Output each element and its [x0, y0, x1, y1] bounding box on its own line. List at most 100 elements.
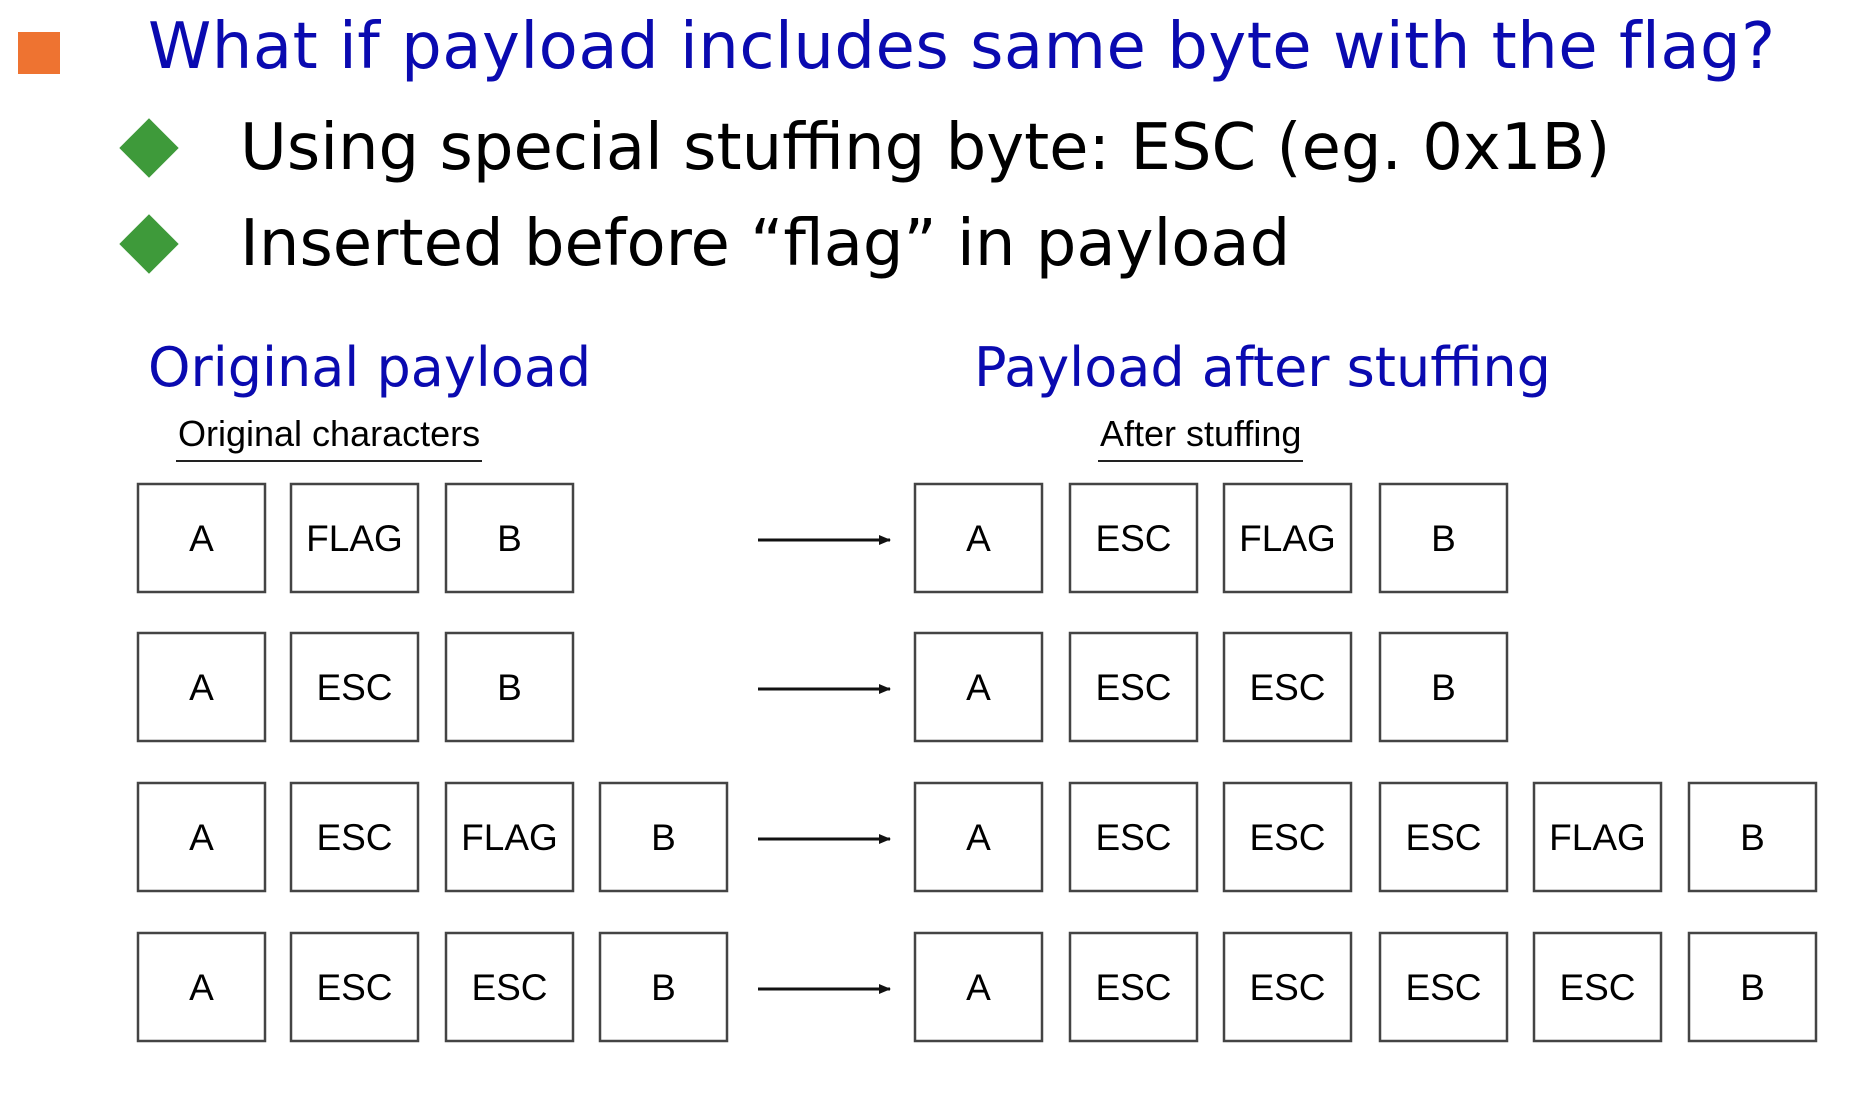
byte-box-label: A — [189, 667, 214, 708]
byte-box-frame — [136, 482, 267, 594]
byte-box-label: B — [497, 518, 522, 559]
byte-box-flag: FLAG — [1532, 781, 1663, 893]
byte-box-label: B — [1740, 967, 1765, 1008]
byte-box-label: FLAG — [461, 817, 558, 858]
byte-box-label: B — [651, 817, 676, 858]
byte-box-label: ESC — [1249, 667, 1325, 708]
byte-box-a: A — [913, 781, 1044, 893]
byte-box-frame — [136, 931, 267, 1043]
byte-box-frame — [913, 631, 1044, 743]
byte-box-frame — [1532, 781, 1663, 893]
byte-box-label: ESC — [1559, 967, 1635, 1008]
byte-box-label: B — [651, 967, 676, 1008]
original-payload-heading: Original payload — [148, 336, 592, 399]
original-characters-caption: Original characters — [176, 414, 483, 462]
byte-box-esc: ESC — [1222, 631, 1353, 743]
byte-box-label: B — [1431, 667, 1456, 708]
slide-title: What if payload includes same byte with … — [148, 10, 1776, 84]
byte-box-a: A — [913, 482, 1044, 594]
stuffed-payload-heading: Payload after stuffing — [974, 336, 1551, 399]
byte-box-frame — [136, 781, 267, 893]
byte-box-label: ESC — [1249, 817, 1325, 858]
byte-box-b: B — [1378, 482, 1509, 594]
byte-box-esc: ESC — [1532, 931, 1663, 1043]
byte-box-frame — [289, 931, 420, 1043]
rows-layer: A FLAG B A ESC FLAG B A ESC B A ESC ESC B A ESC FLAG B A ES… — [136, 482, 1818, 1043]
byte-box-b: B — [598, 931, 729, 1043]
byte-box-esc: ESC — [1068, 931, 1199, 1043]
byte-box-frame — [1068, 931, 1199, 1043]
after-stuffing-caption: After stuffing — [1098, 414, 1304, 462]
byte-box-frame — [1378, 931, 1509, 1043]
byte-box-frame — [289, 482, 420, 594]
byte-box-frame — [1068, 631, 1199, 743]
byte-box-frame — [1687, 781, 1818, 893]
byte-box-label: ESC — [1095, 667, 1171, 708]
byte-box-frame — [1222, 631, 1353, 743]
byte-box-frame — [136, 631, 267, 743]
byte-box-b: B — [1687, 931, 1818, 1043]
byte-box-label: ESC — [1405, 967, 1481, 1008]
byte-box-esc: ESC — [1378, 931, 1509, 1043]
byte-box-flag: FLAG — [289, 482, 420, 594]
byte-box-frame — [1532, 931, 1663, 1043]
byte-box-label: ESC — [471, 967, 547, 1008]
byte-box-b: B — [1687, 781, 1818, 893]
byte-box-b: B — [444, 482, 575, 594]
byte-box-esc: ESC — [444, 931, 575, 1043]
byte-box-label: B — [497, 667, 522, 708]
byte-box-a: A — [136, 781, 267, 893]
bullet-text: Inserted before “flag” in payload — [240, 207, 1291, 281]
byte-box-esc: ESC — [1222, 931, 1353, 1043]
byte-box-frame — [289, 631, 420, 743]
byte-box-esc: ESC — [289, 781, 420, 893]
byte-box-a: A — [136, 631, 267, 743]
byte-box-label: B — [1431, 518, 1456, 559]
byte-box-frame — [1068, 781, 1199, 893]
byte-box-label: ESC — [316, 967, 392, 1008]
byte-box-label: A — [966, 967, 991, 1008]
byte-box-b: B — [598, 781, 729, 893]
byte-box-a: A — [913, 631, 1044, 743]
bullet-item-stuffing-byte: Using special stuffing byte: ESC (eg. 0x… — [118, 108, 1610, 188]
byte-box-a: A — [136, 931, 267, 1043]
bullet-text: Using special stuffing byte: ESC (eg. 0x… — [240, 111, 1611, 185]
byte-box-frame — [444, 931, 575, 1043]
byte-box-label: A — [189, 518, 214, 559]
byte-box-b: B — [444, 631, 575, 743]
square-bullet-shape — [18, 32, 60, 74]
byte-box-label: B — [1740, 817, 1765, 858]
byte-box-frame — [1222, 781, 1353, 893]
byte-box-frame — [1687, 931, 1818, 1043]
byte-box-label: A — [966, 518, 991, 559]
byte-box-frame — [1222, 482, 1353, 594]
byte-box-label: ESC — [1249, 967, 1325, 1008]
byte-box-frame — [913, 931, 1044, 1043]
byte-box-frame — [598, 781, 729, 893]
byte-box-frame — [1222, 931, 1353, 1043]
square-bullet-icon — [18, 32, 60, 74]
byte-box-frame — [1378, 482, 1509, 594]
byte-box-frame — [598, 931, 729, 1043]
byte-box-label: ESC — [316, 817, 392, 858]
byte-box-label: A — [189, 967, 214, 1008]
byte-box-esc: ESC — [1068, 482, 1199, 594]
byte-box-label: ESC — [1405, 817, 1481, 858]
byte-box-frame — [444, 781, 575, 893]
byte-box-flag: FLAG — [444, 781, 575, 893]
byte-box-b: B — [1378, 631, 1509, 743]
byte-box-frame — [1068, 482, 1199, 594]
byte-box-label: ESC — [1095, 518, 1171, 559]
byte-box-frame — [444, 631, 575, 743]
byte-box-label: A — [189, 817, 214, 858]
byte-box-label: A — [966, 667, 991, 708]
byte-box-label: A — [966, 817, 991, 858]
byte-box-label: ESC — [316, 667, 392, 708]
byte-box-esc: ESC — [1068, 781, 1199, 893]
byte-box-label: ESC — [1095, 817, 1171, 858]
bullet-item-inserted-before: Inserted before “flag” in payload — [118, 204, 1290, 284]
byte-box-frame — [1378, 781, 1509, 893]
byte-box-a: A — [136, 482, 267, 594]
